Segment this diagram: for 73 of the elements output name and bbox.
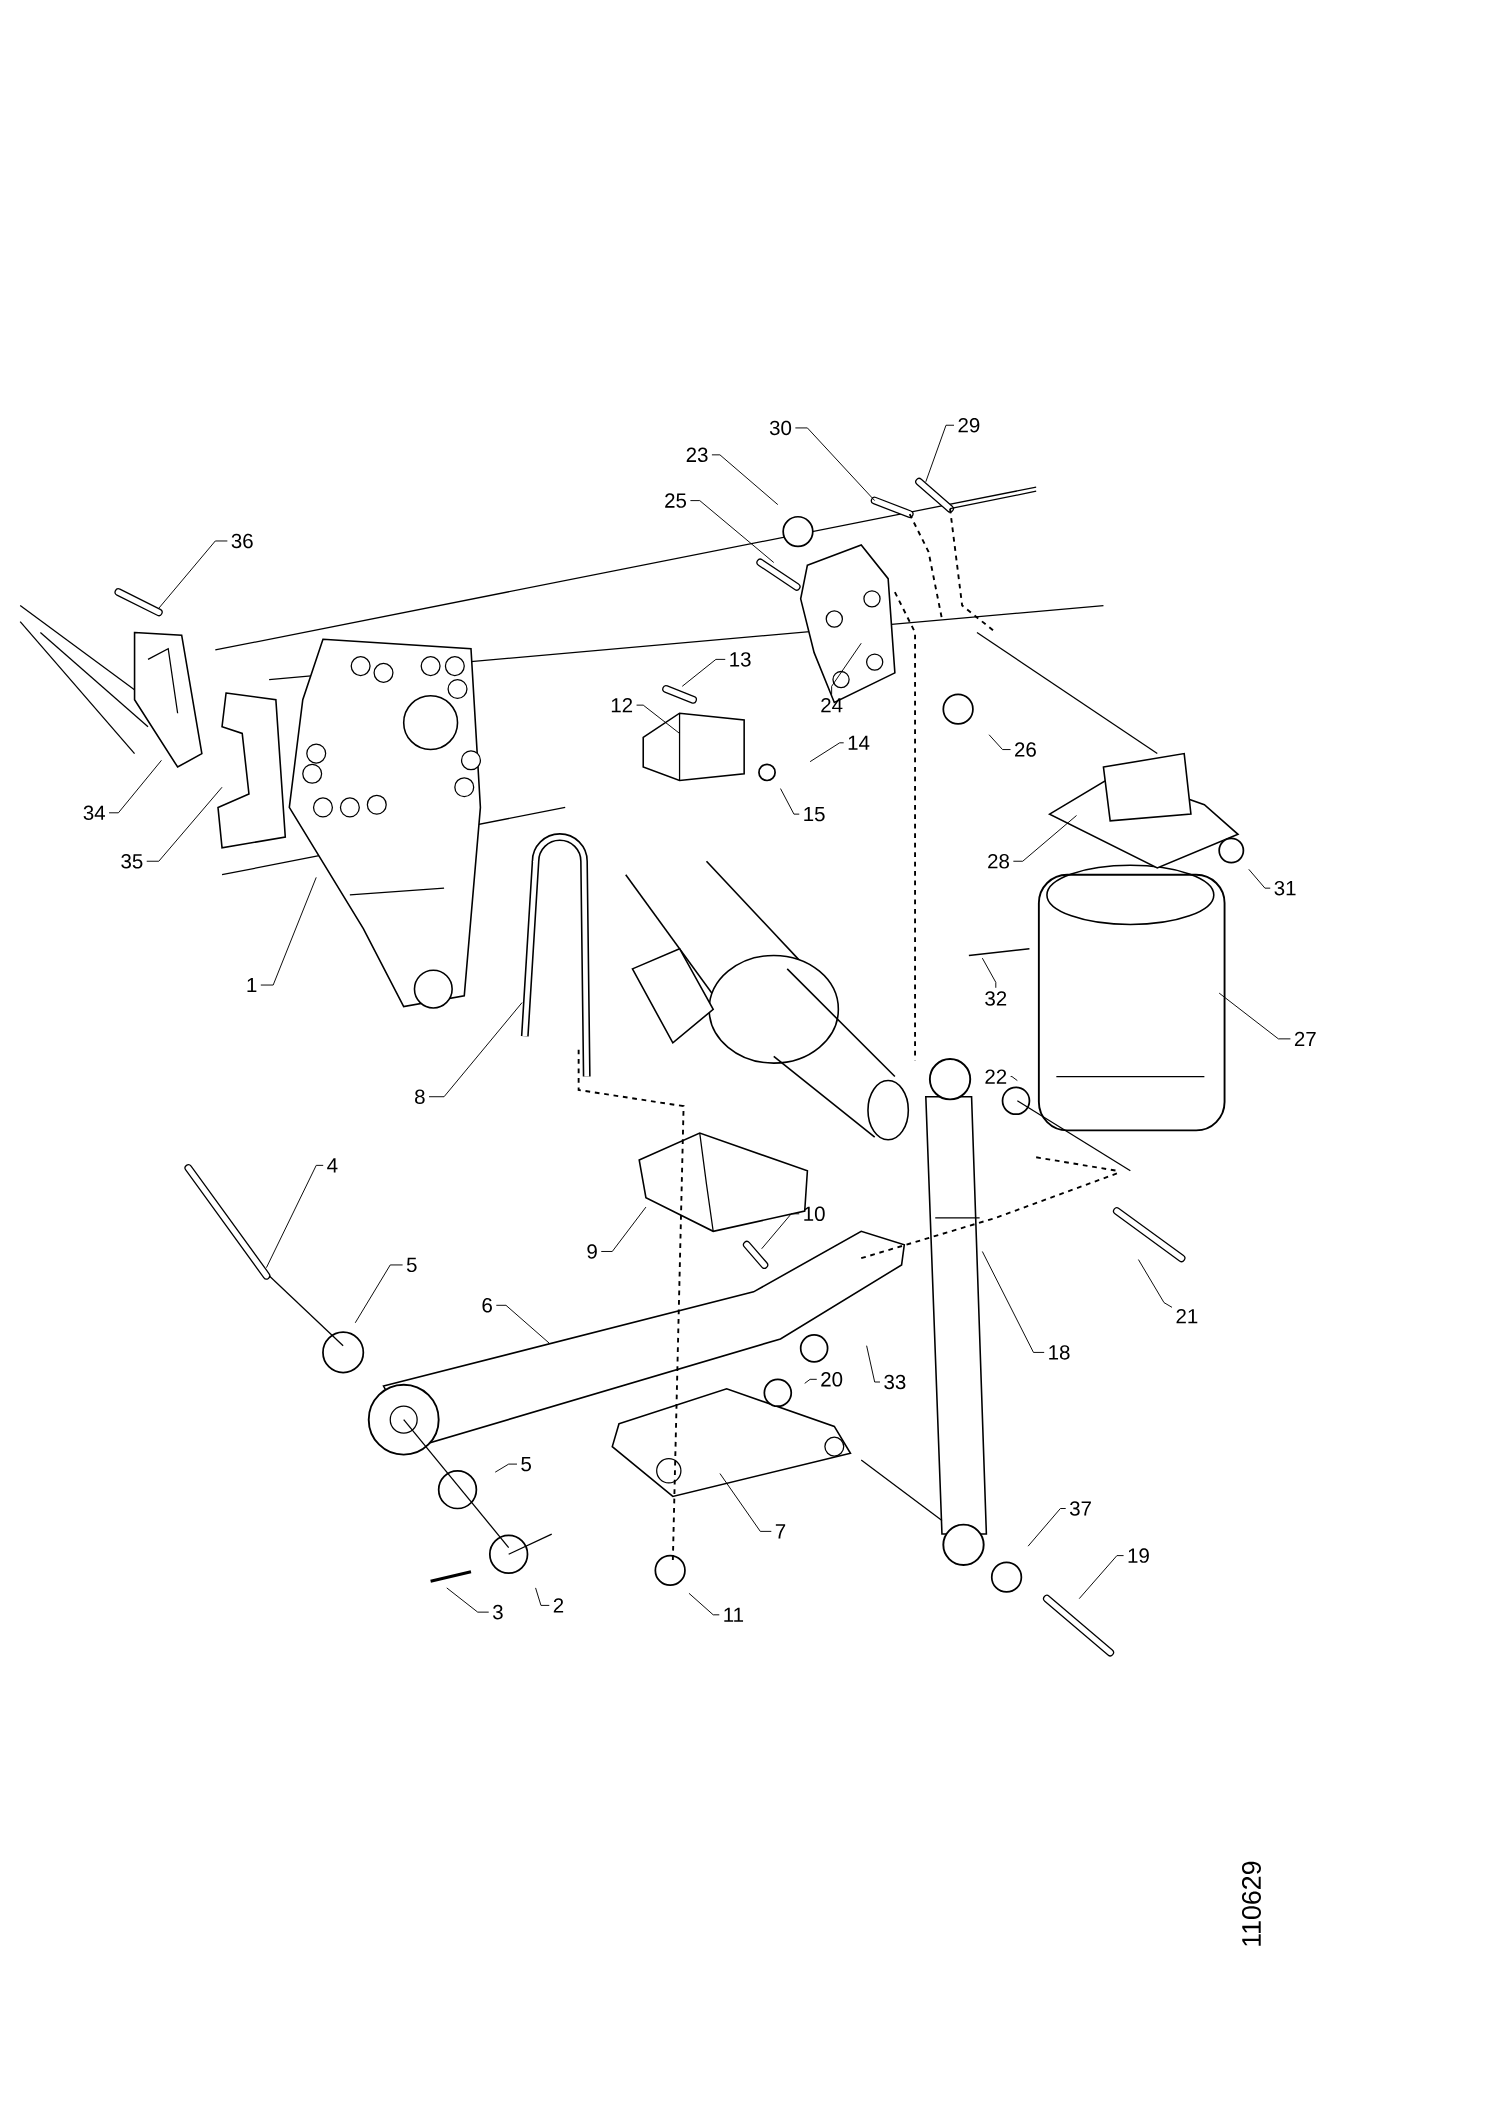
leader-line: [534, 1587, 550, 1606]
callout-number: 13: [730, 652, 751, 667]
leader-line: [681, 658, 726, 687]
leader-line: [1248, 868, 1271, 889]
callout-number: 20: [821, 1372, 843, 1387]
drawing-number: 110629: [1241, 1861, 1261, 1946]
callout-number: 25: [664, 493, 686, 508]
leader-line: [1010, 1076, 1018, 1082]
callout-number: 19: [1128, 1548, 1149, 1563]
callout-number: 31: [1274, 880, 1296, 896]
callout-number: 10: [804, 1206, 825, 1222]
callout-number: 4: [326, 1158, 338, 1173]
leader-line: [158, 540, 228, 609]
callout-number: 26: [1014, 742, 1036, 757]
leader-line: [925, 424, 955, 483]
callout-number: 29: [958, 418, 980, 433]
callout-number: 8: [414, 1089, 425, 1104]
leader-line: [981, 1251, 1045, 1353]
leader-line: [830, 642, 862, 695]
callout-number: 18: [1049, 1345, 1070, 1360]
leader-line: [988, 734, 1011, 751]
leader-line: [1012, 815, 1077, 862]
callout-number: 27: [1294, 1031, 1316, 1046]
callout-number: 5: [521, 1456, 531, 1472]
leader-line: [689, 500, 775, 563]
leader-line: [600, 1206, 647, 1252]
callout-number: 21: [1176, 1308, 1198, 1324]
callout-number: 36: [231, 533, 253, 549]
leader-line: [809, 742, 844, 763]
callout-number: 7: [775, 1524, 785, 1539]
leader-line: [779, 788, 800, 815]
leader-line: [494, 1463, 518, 1473]
leader-line: [495, 1304, 550, 1344]
leader-line: [1218, 992, 1291, 1040]
callout-number: 23: [686, 447, 708, 463]
leader-line: [1078, 1555, 1124, 1600]
leader-line: [760, 1213, 800, 1250]
callout-number: 28: [987, 854, 1009, 869]
leader-line: [804, 1378, 818, 1384]
callout-number: 9: [587, 1244, 597, 1259]
leader-line: [1027, 1508, 1066, 1547]
callout-number: 37: [1069, 1501, 1091, 1516]
callout-number: 35: [121, 854, 143, 869]
callout-number: 14: [848, 735, 870, 750]
leader-line: [265, 1164, 324, 1269]
callout-number: 30: [769, 420, 791, 436]
callout-number: 5: [406, 1257, 417, 1273]
leader-line: [428, 1002, 523, 1098]
leader-line: [865, 1345, 881, 1383]
leader-line: [719, 1473, 772, 1532]
callout-number: 15: [804, 807, 825, 822]
callout-number: 2: [553, 1598, 563, 1613]
leader-line: [146, 786, 223, 862]
callout-number: 1: [247, 978, 257, 993]
callout-number: 11: [724, 1607, 743, 1622]
leader-line: [688, 1592, 720, 1616]
callout-number: 6: [482, 1298, 492, 1313]
leader-line: [981, 957, 997, 989]
leader-line: [711, 454, 779, 506]
callout-number: 33: [884, 1374, 906, 1390]
leader-line: [354, 1264, 403, 1324]
leader-line: [1137, 1259, 1173, 1308]
leader-line: [260, 876, 317, 986]
callout-number: 34: [83, 805, 105, 821]
leader-line: [446, 1587, 489, 1613]
callout-number: 3: [492, 1604, 503, 1620]
callout-number: 32: [985, 991, 1006, 1006]
callout-number: 22: [985, 1069, 1006, 1084]
leader-line: [794, 427, 875, 502]
leader-line: [108, 759, 162, 814]
callout-number: 12: [611, 698, 632, 713]
leader-line: [635, 704, 680, 734]
callout-number: 24: [821, 698, 843, 713]
